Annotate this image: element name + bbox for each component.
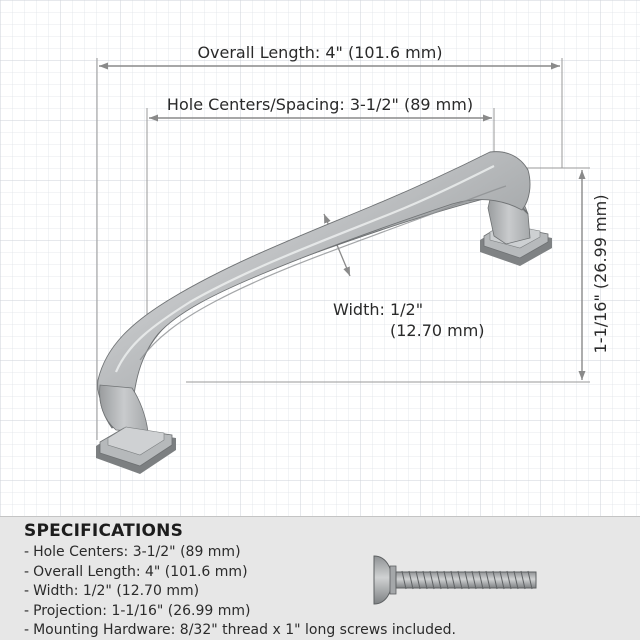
spec-item-hole-centers: -Hole Centers: 3-1/2" (89 mm): [24, 544, 241, 560]
extension-lines: [96, 58, 590, 440]
overall-length-label: Overall Length: 4" (101.6 mm): [197, 43, 442, 62]
specifications-list: -Hole Centers: 3-1/2" (89 mm) -Overall L…: [24, 543, 456, 640]
spec-item-text: Mounting Hardware: 8/32" thread x 1" lon…: [33, 622, 456, 638]
width-label: Width: 1/2": [333, 300, 423, 319]
spec-item-text: Overall Length: 4" (101.6 mm): [33, 563, 248, 580]
graph-paper-grid: [0, 0, 640, 516]
spec-item-overall-length: -Overall Length: 4" (101.6 mm): [24, 563, 248, 580]
specifications-title: SPECIFICATIONS: [24, 521, 184, 541]
left-foot-base: [96, 426, 176, 474]
spec-item-text: Width: 1/2" (12.70 mm): [33, 583, 200, 599]
spec-item-width: -Width: 1/2" (12.70 mm): [24, 583, 200, 599]
width-label-metric: (12.70 mm): [390, 321, 485, 340]
spec-item-mounting-hardware: -Mounting Hardware: 8/32" thread x 1" lo…: [24, 622, 456, 638]
hole-spacing-label: Hole Centers/Spacing: 3-1/2" (89 mm): [167, 95, 473, 114]
spec-item-projection: -Projection: 1-1/16" (26.99 mm): [24, 602, 251, 619]
mounting-screw-icon: [373, 555, 537, 605]
spec-item-text: Hole Centers: 3-1/2" (89 mm): [33, 544, 241, 560]
projection-label: 1-1/16" (26.99 mm): [591, 195, 610, 354]
cabinet-pull-handle: [96, 151, 552, 474]
handle-bar-top: [97, 151, 531, 421]
spec-item-text: Projection: 1-1/16" (26.99 mm): [33, 602, 251, 619]
specifications-panel: SPECIFICATIONS -Hole Centers: 3-1/2" (89…: [0, 516, 640, 640]
